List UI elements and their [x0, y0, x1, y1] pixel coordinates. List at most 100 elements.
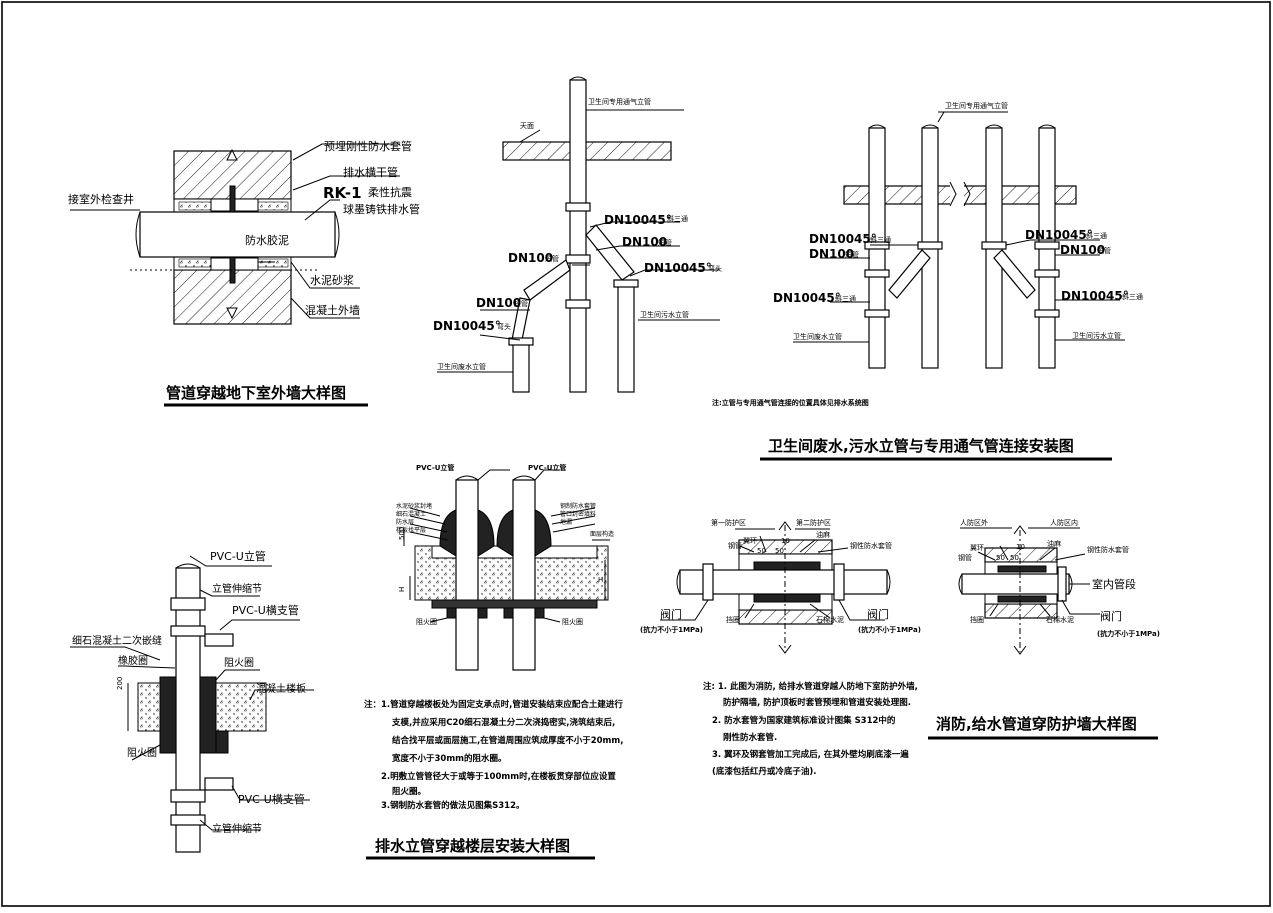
notes-fire: 注: 1. 此图为消防, 给排水管道穿越人防地下室防护外墙, 防护隔墙, 防护顶…	[703, 681, 918, 777]
label-steel-a: 钢管	[728, 541, 742, 550]
label-fine-concrete-2: 细石混凝土	[396, 510, 426, 518]
notes-floor: 注：1.管道穿越楼板处为固定支承点时,管道安装结束应配合土建进行 支模,并应采用…	[364, 699, 624, 811]
label-dn-tee: DN10045°	[604, 213, 672, 227]
vent-stack	[569, 79, 587, 393]
title-floor: 排水立管穿越楼层安装大样图	[375, 837, 570, 855]
detail-floor-pvc: PVC-U立管 立管伸缩节 PVC-U横支管 细石混凝土二次嵌缝 橡胶圈 阻火圈…	[70, 549, 314, 853]
label-steel-b: 钢管	[958, 553, 972, 562]
detail-floor-section: PVC-U立管 PVC-U立管 水泥砂浆封堵 细石混凝土 防水层 楼板找平层 钢…	[364, 463, 624, 860]
label-waste-stack-2: 卫生间废水立管	[793, 332, 842, 341]
label-fire-ring-1: 阻火圈	[224, 657, 254, 669]
label-mortar: 水泥砂浆	[310, 273, 354, 287]
label-asbestos-b: 石棉水泥	[1046, 615, 1074, 624]
label-pvc-branch-2: PVC-U横支管	[238, 792, 305, 806]
label-flexible: 柔性抗震	[368, 185, 412, 199]
label-hemp-b: 油麻	[1047, 539, 1061, 548]
label-dn100-a: DN100	[622, 235, 667, 249]
label-dn100-l: DN100	[809, 247, 854, 261]
dim-h-left: H	[398, 587, 406, 592]
label-vent-stack-2: 卫生间专用通气立管	[945, 101, 1008, 110]
label-tee-l2: 斜三通	[835, 294, 856, 303]
note-floor-6: 阻火圈。	[392, 787, 426, 797]
label-indoor-section: 室内管段	[1092, 577, 1136, 591]
label-ring-a: 翼环	[743, 537, 757, 545]
note-floor-5: 2.明敷立管管径大于或等于100mm时,在楼板贯穿部位应设置	[381, 771, 616, 782]
dim-10-a: 10	[781, 537, 790, 545]
label-floor-drain: 地漏	[560, 518, 572, 526]
label-dn-tee-r2: DN10045°	[1061, 289, 1129, 303]
label-manhole: 接室外检查井	[68, 192, 134, 206]
label-tee-r2: 斜三通	[1122, 292, 1143, 301]
label-short-c: 短管	[514, 299, 528, 308]
title-wall: 管道穿越地下室外墙大样图	[166, 384, 346, 402]
note-vent: 注:立管与专用通气管连接的位置具体见排水系统图	[712, 398, 869, 407]
label-sealant: 防水胶泥	[245, 233, 289, 247]
label-pressure-b: (抗力不小于1MPa)	[1097, 629, 1160, 638]
label-tee-l1: 斜三通	[870, 235, 891, 244]
label-floor-slab: 混凝土楼板	[256, 682, 306, 695]
note-fire-5: 3. 翼环及钢套管加工完成后, 在其外壁均刷底漆一遍	[712, 749, 909, 760]
label-elbow-a: 弯头	[708, 264, 722, 273]
label-dn-tee-r1: DN10045°	[1025, 228, 1093, 242]
label-screed: 楼板找平层	[396, 526, 426, 534]
title-vent: 卫生间废水,污水立管与专用通气管连接安装图	[768, 437, 1074, 455]
note-floor-1: 注：1.管道穿越楼板处为固定支承点时,管道安装结束应配合土建进行	[364, 699, 623, 710]
dim-h-right: H	[598, 576, 603, 584]
dim-10-b: 10	[1016, 543, 1025, 551]
label-vent-stack: 卫生间专用通气立管	[588, 97, 651, 106]
label-valve-a2: 阀门	[867, 607, 889, 621]
label-sleeve-a: 钢性防水套管	[850, 541, 892, 550]
note-fire-1: 注: 1. 此图为消防, 给排水管道穿越人防地下室防护外墙,	[703, 681, 918, 692]
label-pressure-a2: (抗力不小于1MPa)	[858, 625, 921, 634]
label-hemp-a: 油麻	[816, 530, 830, 539]
label-pvc-branch-1: PVC-U横支管	[232, 603, 299, 617]
label-valve-b: 阀门	[1100, 609, 1122, 623]
detail-fire-wall-b: 人防区外 人防区内 翼环 钢管 油麻 钢性防水套管 10 50 50 室内管段 …	[703, 518, 1160, 777]
label-retainer-b: 挡圈	[970, 615, 984, 624]
label-valve-a1: 阀门	[660, 607, 682, 621]
label-steel-sleeve: 钢制防水套管	[560, 502, 596, 510]
label-fire-ring-b: 阻火圈	[562, 617, 583, 626]
label-drain-main: 排水横干管	[343, 165, 398, 179]
label-waterproof: 防水层	[396, 518, 414, 526]
label-seal: 管口封密填料	[560, 510, 596, 518]
detail-vent-single: 卫生间专用通气立管 天面 DN10045° 斜三通 DN100 短管 DN100…	[433, 76, 722, 393]
label-soil-stack: 卫生间污水立管	[640, 310, 689, 319]
note-fire-3: 2. 防水套管为国家建筑标准设计图集 S312中的	[712, 715, 896, 726]
label-mortar-plug: 水泥砂浆封堵	[396, 502, 432, 510]
label-asbestos-a: 石棉水泥	[816, 615, 844, 624]
label-sleeve-b: 钢性防水套管	[1087, 545, 1129, 554]
label-finish: 面层构造	[590, 530, 614, 538]
label-pressure-a1: (抗力不小于1MPa)	[640, 625, 703, 634]
label-dn100-b: DN100	[508, 251, 553, 265]
note-fire-2: 防护隔墙, 防护顶板时套管预埋和管道安装处理图.	[723, 697, 911, 708]
label-sleeve: 预埋刚性防水套管	[324, 139, 412, 153]
note-floor-7: 3.钢制防水套管的做法见图集S312。	[381, 800, 525, 811]
label-roof: 天面	[520, 122, 534, 130]
dim-50b-a: 50	[775, 547, 784, 555]
label-zone-1: 第一防护区	[711, 518, 746, 527]
dim-50b-b: 50	[1010, 554, 1019, 562]
label-dn-elbow-a: DN10045°	[644, 261, 712, 275]
detail-wall-penetration: 预埋刚性防水套管 排水横干管 RK-1 柔性抗震 球墨铸铁排水管 接室外检查井 …	[68, 139, 420, 407]
label-inside: 人防区内	[1050, 518, 1078, 527]
label-zone-2: 第二防护区	[796, 518, 831, 527]
label-expansion-1: 立管伸缩节	[212, 582, 262, 595]
dim-200: 200	[116, 677, 124, 690]
roof-slab	[502, 141, 672, 161]
note-floor-3: 结合找平层或面层施工,在管道周围应筑成厚度不小于20mm,	[392, 735, 624, 746]
label-cast-iron: 球墨铸铁排水管	[343, 202, 420, 216]
label-dn100-c: DN100	[476, 296, 521, 310]
label-rubber-ring: 橡胶圈	[118, 654, 148, 667]
detail-vent-double: 卫生间专用通气立管 DN10045° 斜三通 DN100 短管 DN10045°…	[712, 101, 1143, 461]
label-fine-concrete: 细石混凝土二次嵌缝	[72, 634, 162, 647]
label-elbow-b: 弯头	[497, 322, 511, 331]
label-pvc-2: PVC-U立管	[528, 463, 566, 472]
label-ring-b: 翼环	[970, 544, 984, 552]
dim-500: 500	[398, 527, 406, 540]
label-waste-stack: 卫生间废水立管	[437, 362, 486, 371]
label-outside: 人防区外	[960, 518, 988, 527]
